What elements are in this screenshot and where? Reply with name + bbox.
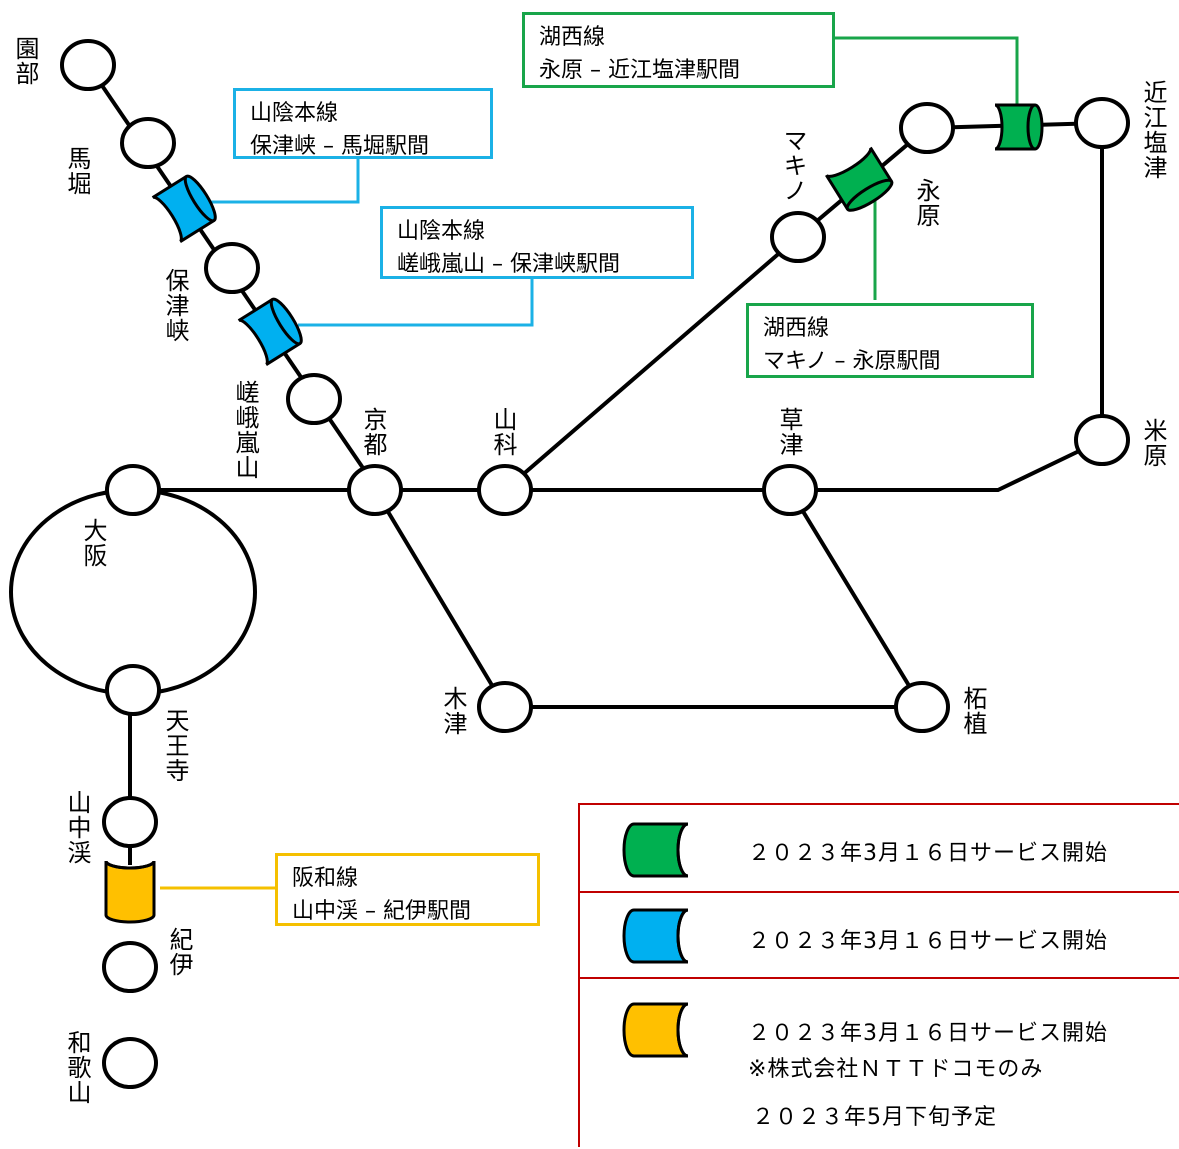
station-nagahara [899,102,955,154]
station-label-kusatsu: 草津 [775,407,803,457]
station-label-kyoto: 京都 [359,407,387,457]
station-label-sonobe: 園部 [11,36,39,86]
stations [60,39,1130,1089]
legend-text: ２０２３年3月１６日サービス開始 [748,1021,1108,1046]
station-label-umahori: 馬堀 [63,146,91,196]
station-sonobe [60,39,116,91]
station-omi-shiotsu [1074,97,1130,149]
tunnel-icon [104,860,156,924]
tunnels [104,103,1044,924]
station-label-kizu: 木津 [439,686,467,736]
station-maibara [1074,414,1130,466]
legend-note-date: ２０２３年5月下旬予定 [752,1105,997,1130]
station-label-saga-arashiyama: 嵯峨嵐山 [231,380,259,480]
connector-sanin-saga [298,278,534,327]
station-label-omi-shiotsu: 近江塩津 [1139,80,1167,180]
station-label-wakayama: 和歌山 [63,1030,91,1105]
callout-section: マキノ – 永原駅間 [763,349,941,374]
callout-sanin-saga: 山陰本線 嵯峨嵐山 – 保津峡駅間 [380,206,694,279]
tunnel-icon [237,297,303,366]
callout-section: 永原 – 近江塩津駅間 [539,58,740,83]
callout-connectors [160,36,1019,890]
callout-section: 嵯峨嵐山 – 保津峡駅間 [397,252,620,277]
station-osaka [105,464,161,516]
station-yamanakadani [102,796,158,848]
tunnel-icon [622,908,689,964]
tunnel-icon [151,174,217,243]
station-umahori [120,117,176,169]
legend-row-blue: ２０２３年3月１６日サービス開始 [580,893,1179,979]
callout-hanwa: 阪和線 山中渓 – 紀伊駅間 [275,853,540,926]
station-tennoji [105,664,161,716]
station-kusatsu [762,464,818,516]
legend-text: ２０２３年3月１６日サービス開始 [748,929,1108,954]
station-label-nagahara: 永原 [912,178,940,228]
legend-text: ２０２３年3月１６日サービス開始 [748,841,1108,866]
station-makino [770,211,826,263]
track-nara [373,488,507,709]
tunnel-icon [622,822,689,878]
connector-sanin-hozukyo [210,158,360,204]
station-label-hozukyo: 保津峡 [161,268,189,343]
callout-line: 湖西線 [539,25,606,50]
station-wakayama [102,1037,158,1089]
callout-sanin-hozukyo: 山陰本線 保津峡 – 馬堀駅間 [233,88,493,159]
track-tokaido-maibara [790,438,1103,492]
station-label-kii: 紀伊 [165,927,193,977]
tunnel-icon [622,1002,689,1058]
station-label-tennoji: 天王寺 [161,708,189,783]
station-label-maibara: 米原 [1139,418,1167,468]
track-osaka-loop [9,488,257,696]
station-tsuge [894,681,950,733]
callout-line: 山陰本線 [397,219,486,244]
callout-kosei-makino: 湖西線 マキノ – 永原駅間 [746,303,1034,378]
legend-row-green: ２０２３年3月１６日サービス開始 [580,805,1179,893]
tunnel-icon [994,103,1044,151]
callout-kosei-nagahara: 湖西線 永原 – 近江塩津駅間 [522,12,835,88]
station-saga-arashiyama [286,373,342,425]
station-label-makino: マキノ [779,128,807,203]
station-label-yamanakadani: 山中渓 [63,790,91,865]
callout-line: 湖西線 [763,316,830,341]
station-hozukyo [204,242,260,294]
track-kusatsu [788,488,924,709]
station-yamashina [477,464,533,516]
legend: ２０２３年3月１６日サービス開始 ２０２３年3月１６日サービス開始 ２０２３年3… [578,803,1179,1147]
station-kyoto [347,464,403,516]
station-kii [102,941,158,993]
station-label-yamashina: 山科 [489,407,517,457]
callout-section: 山中渓 – 紀伊駅間 [292,899,471,924]
tunnel-icon [825,146,894,212]
legend-note: ※株式会社ＮＴＴドコモのみ [748,1057,1044,1082]
callout-section: 保津峡 – 馬堀駅間 [250,134,429,159]
legend-row-yellow: ２０２３年3月１６日サービス開始 ※株式会社ＮＴＴドコモのみ ２０２３年5月下旬… [580,979,1179,1149]
station-kizu [477,681,533,733]
connector-kosei-nagahara [835,36,1019,107]
callout-line: 阪和線 [292,866,359,891]
station-label-tsuge: 柘植 [959,686,987,736]
callout-line: 山陰本線 [250,101,339,126]
station-label-osaka: 大阪 [79,518,107,568]
